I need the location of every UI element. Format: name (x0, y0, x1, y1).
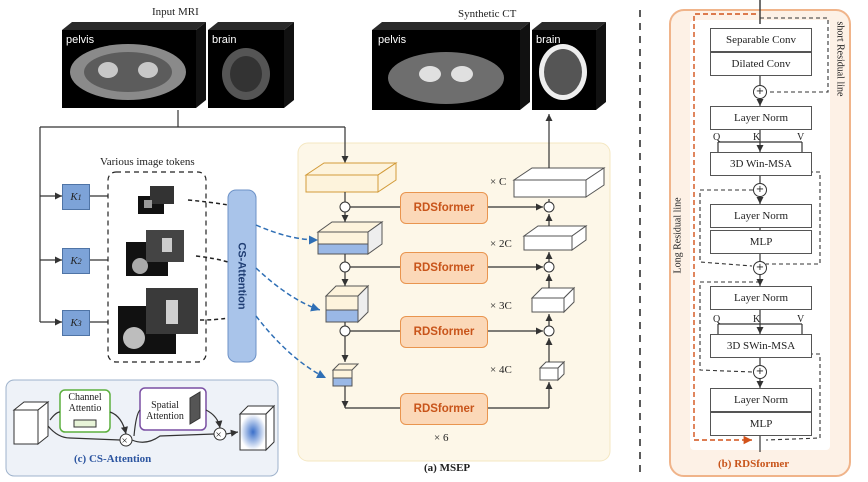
channel-attention-box (59, 389, 111, 433)
mri-brain-label: brain (212, 34, 237, 46)
ct-pelvis-volume (372, 22, 530, 110)
cs-output-cube (238, 404, 276, 452)
residual-add-1: + (753, 85, 767, 99)
rdsformer-block-4: RDSformer (400, 393, 488, 425)
mri-pelvis-volume (62, 22, 206, 108)
cs-attention-bar (227, 189, 257, 363)
svg-text:×: × (216, 429, 222, 441)
ct-brain-label: brain (536, 34, 561, 46)
token-small (138, 186, 174, 214)
msep-caption: (a) MSEP (424, 462, 471, 474)
rdsformer-block-3: RDSformer (400, 316, 488, 348)
mlp-block-1: MLP (710, 230, 812, 254)
short-residual-wrap: short Residual line (830, 21, 846, 122)
mri-pelvis-label: pelvis (66, 34, 95, 46)
input-mri-title: Input MRI (152, 6, 199, 18)
swin-msa-block: 3D SWin-MSA (710, 334, 812, 358)
scale-2c: × 2C (490, 238, 512, 250)
layer-norm-block-4: Layer Norm (710, 388, 812, 412)
enc-volume-4c (331, 363, 360, 387)
q-label-1: Q (713, 132, 721, 143)
token-box (107, 171, 207, 363)
dec-volume-4c (538, 360, 566, 382)
scale-c: × C (490, 176, 507, 188)
cs-input-cube (12, 400, 50, 446)
channel-attention-label: Channel Attentio (68, 392, 102, 414)
various-tokens-label: Various image tokens (100, 156, 195, 168)
enc-volume-c (304, 162, 398, 193)
layer-norm-block-1: Layer Norm (710, 106, 812, 130)
mlp-block-2: MLP (710, 412, 812, 436)
token-large (118, 288, 198, 354)
k-label-2: K (753, 314, 761, 325)
cs-attention-label: CS-Attention (236, 242, 248, 310)
rdsformer-block-2: RDSformer (400, 252, 488, 284)
dilated-conv-block: Dilated Conv (710, 52, 812, 76)
q-label-2: Q (713, 314, 721, 325)
layer-norm-block-3: Layer Norm (710, 286, 812, 310)
long-residual-label: Long Residual line (672, 197, 684, 274)
k-label-1: K (753, 132, 761, 143)
dec-volume-c (512, 167, 606, 198)
rdsformer-caption: (b) RDSformer (718, 458, 790, 470)
layer-norm-block-2: Layer Norm (710, 204, 812, 228)
cs-attention-caption: (c) CS-Attention (74, 453, 152, 465)
ct-brain-volume (532, 22, 606, 110)
scale-4c: × 4C (490, 364, 512, 376)
enc-volume-2c (316, 221, 384, 255)
mri-brain-volume (208, 22, 294, 108)
residual-add-2: + (753, 183, 767, 197)
enc-volume-3c (324, 284, 370, 324)
residual-add-4: + (753, 365, 767, 379)
svg-text:×: × (122, 435, 128, 447)
residual-add-3: + (753, 261, 767, 275)
short-residual-label: short Residual line (834, 21, 846, 97)
dec-volume-3c (530, 286, 576, 314)
rdsformer-block-1: RDSformer (400, 192, 488, 224)
v-label-2: V (797, 314, 805, 325)
v-label-1: V (797, 132, 805, 143)
win-msa-block: 3D Win-MSA (710, 152, 812, 176)
long-residual-wrap: Long Residual line (672, 170, 686, 280)
scale-3c: × 3C (490, 300, 512, 312)
spatial-attention-label: Spatial Attention (146, 400, 184, 422)
dec-volume-2c (522, 225, 588, 251)
times-six: × 6 (434, 432, 449, 444)
ct-pelvis-label: pelvis (378, 34, 407, 46)
synthetic-ct-title: Synthetic CT (458, 8, 517, 20)
separable-conv-block: Separable Conv (710, 28, 812, 52)
cs-attention-label-wrap: CS-Attention (228, 190, 256, 362)
token-medium (126, 230, 184, 276)
